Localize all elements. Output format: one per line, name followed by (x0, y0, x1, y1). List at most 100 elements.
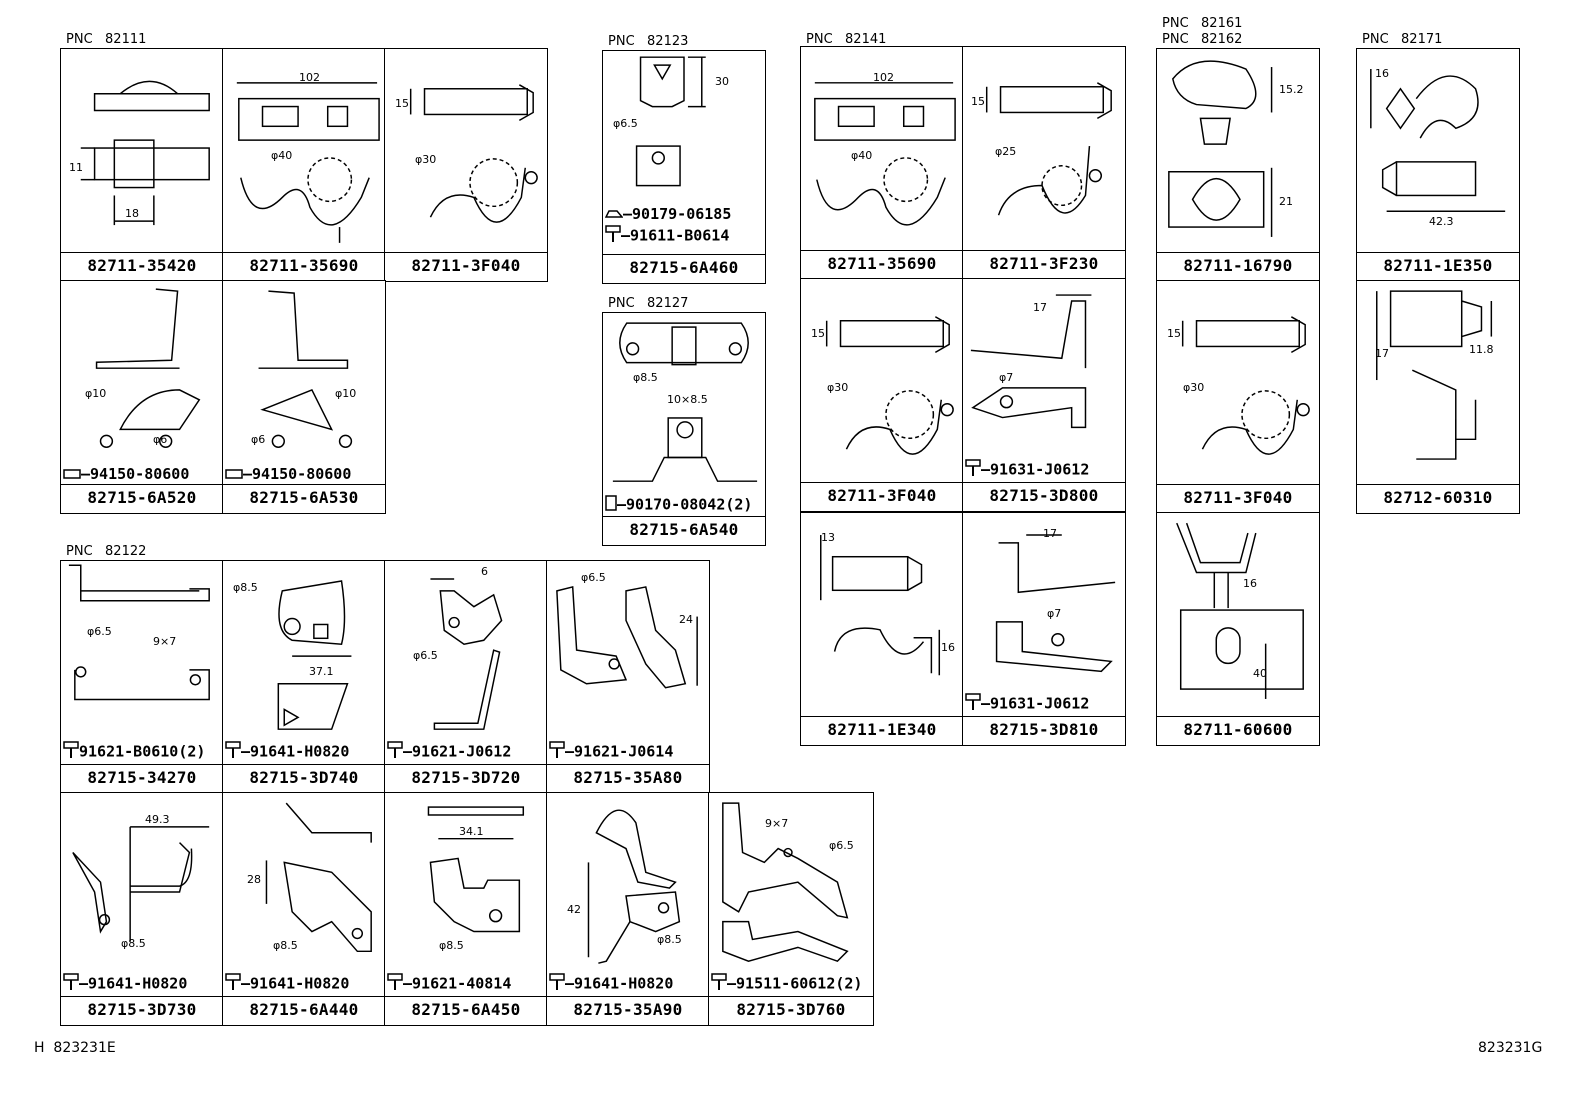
part-number[interactable]: 82711-35420 (61, 252, 223, 281)
part-number[interactable]: 82712-60310 (1357, 484, 1519, 513)
bolt-callout: —91621-40814 (387, 973, 511, 995)
part-number[interactable]: 82711-35690 (801, 250, 963, 279)
part-number[interactable]: 82715-35A90 (547, 996, 709, 1025)
bolt-icon (225, 973, 241, 995)
dim-label: 42.3 (1429, 215, 1454, 228)
part-cell-82711-60600[interactable]: 16 40 82711-60600 (1156, 512, 1320, 746)
part-cell-82711-3F230[interactable]: 15 φ25 82711-3F230 (962, 46, 1126, 280)
bolt-part-number[interactable]: 91511-60612(2) (736, 974, 863, 993)
bolt-part-number[interactable]: 91641-H0820 (88, 974, 188, 993)
bracket-drawing: 17 φ7 (963, 279, 1125, 483)
part-number[interactable]: 82711-3F040 (801, 482, 963, 511)
part-number[interactable]: 82715-3D720 (385, 764, 547, 793)
part-number[interactable]: 82711-1E350 (1357, 252, 1519, 281)
part-cell-82711-35690-b[interactable]: 102 φ40 82711-35690 (800, 46, 964, 280)
part-cell-82715-6A540[interactable]: φ8.5 10×8.5 —90170-08042(2) 82715-6A540 (602, 312, 766, 546)
part-cell-82715-6A520[interactable]: φ10 φ6 —94150-80600 82715-6A520 (60, 280, 224, 514)
part-cell-82711-16790[interactable]: 15.2 21 82711-16790 (1156, 48, 1320, 282)
part-cell-82715-3D800[interactable]: 17 φ7 —91631-J0612 82715-3D800 (962, 278, 1126, 512)
dim-label: 6 (481, 565, 488, 578)
part-cell-82711-3F040[interactable]: 15 φ30 82711-3F040 (384, 48, 548, 282)
bolt-icon (965, 459, 981, 481)
nut-icon (225, 465, 243, 483)
clamp-drawing: 15 φ30 (801, 279, 963, 483)
bracket-drawing: 9×7 φ6.5 (709, 793, 873, 997)
part-number[interactable]: 82715-6A450 (385, 996, 547, 1025)
part-cell-82711-3F040-b[interactable]: 15 φ30 82711-3F040 (800, 278, 964, 512)
part-number[interactable]: 82711-3F040 (385, 252, 547, 281)
part-number[interactable]: 82715-34270 (61, 764, 223, 793)
bolt-part-number[interactable]: 91611-B0614 (630, 226, 730, 245)
part-number[interactable]: 82715-6A540 (603, 516, 765, 545)
part-number[interactable]: 82715-3D800 (963, 482, 1125, 511)
part-cell-82715-6A440[interactable]: 28 φ8.5 —91641-H0820 82715-6A440 (222, 792, 386, 1026)
pnc-label-82161: PNC 82161 (1162, 16, 1243, 31)
part-number[interactable]: 82715-3D730 (61, 996, 223, 1025)
part-number[interactable]: 82711-3F230 (963, 250, 1125, 279)
bolt-part-number[interactable]: 91641-H0820 (250, 742, 350, 761)
clamp-drawing: 15 φ30 (385, 49, 547, 253)
dim-label: φ10 (85, 387, 107, 400)
part-number[interactable]: 82715-3D760 (709, 996, 873, 1025)
bolt-part-number[interactable]: 91641-H0820 (574, 974, 674, 993)
part-number[interactable]: 82715-6A530 (223, 484, 385, 513)
part-cell-82711-35690[interactable]: 102 φ40 82711-35690 (222, 48, 386, 282)
dim-label: 16 (1243, 577, 1257, 590)
bolt-part-number[interactable]: 91621-J0614 (574, 742, 674, 761)
part-cell-82715-6A530[interactable]: φ10 φ6 —94150-80600 82715-6A530 (222, 280, 386, 514)
bolt-callout: —90170-08042(2) (605, 495, 752, 515)
bolt-callout: —94150-80600 (225, 465, 351, 484)
bolt-part-number[interactable]: 91621-40814 (412, 974, 512, 993)
part-cell-82715-3D720[interactable]: 6 φ6.5 —91621-J0612 82715-3D720 (384, 560, 548, 794)
part-cell-82715-6A450[interactable]: 34.1 φ8.5 —91621-40814 82715-6A450 (384, 792, 548, 1026)
part-cell-82712-60310[interactable]: 17 11.8 82712-60310 (1356, 280, 1520, 514)
part-cell-82715-3D730[interactable]: 49.3 φ8.5 —91641-H0820 82715-3D730 (60, 792, 224, 1026)
bolt-part-number[interactable]: 91621-J0612 (412, 742, 512, 761)
part-cell-82711-3F040-c[interactable]: 15 φ30 82711-3F040 (1156, 280, 1320, 514)
bracket-drawing: φ6.5 9×7 (61, 561, 223, 765)
part-number[interactable]: 82715-6A520 (61, 484, 223, 513)
part-cell-82711-1E340[interactable]: 13 16 82711-1E340 (800, 512, 964, 746)
part-cell-82715-3D810[interactable]: 17 φ7 —91631-J0612 82715-3D810 (962, 512, 1126, 746)
footer-code-left: H 823231E (34, 1040, 116, 1056)
clip-drawing: 15.2 21 (1157, 49, 1319, 253)
part-number[interactable]: 82715-35A80 (547, 764, 709, 793)
bolt-part-number[interactable]: 90170-08042(2) (626, 495, 753, 514)
part-number[interactable]: 82715-6A460 (603, 254, 765, 283)
bracket-drawing: 34.1 φ8.5 (385, 793, 547, 997)
bolt-part-number[interactable]: 91631-J0612 (990, 694, 1090, 713)
part-number[interactable]: 82715-3D810 (963, 716, 1125, 745)
part-cell-82711-35420[interactable]: 11 18 82711-35420 (60, 48, 224, 282)
bolt-icon (549, 741, 565, 763)
part-number[interactable]: 82715-6A440 (223, 996, 385, 1025)
dim-label: 34.1 (459, 825, 484, 838)
part-number[interactable]: 82715-3D740 (223, 764, 385, 793)
bolt-part-number[interactable]: 94150-80600 (90, 464, 190, 483)
part-number[interactable]: 82711-3F040 (1157, 484, 1319, 513)
part-number[interactable]: 82711-60600 (1157, 716, 1319, 745)
bolt-part-number[interactable]: 91631-J0612 (990, 460, 1090, 479)
pnc-label-82171: PNC 82171 (1362, 32, 1443, 47)
part-cell-82711-1E350[interactable]: 16 42.3 82711-1E350 (1356, 48, 1520, 282)
bolt-part-number[interactable]: 91641-H0820 (250, 974, 350, 993)
part-cell-82715-3D760[interactable]: 9×7 φ6.5 —91511-60612(2) 82715-3D760 (708, 792, 874, 1026)
part-cell-82715-3D740[interactable]: φ8.5 37.1 —91641-H0820 82715-3D740 (222, 560, 386, 794)
bolt-callout: —94150-80600 (63, 465, 189, 484)
part-cell-82715-34270[interactable]: φ6.5 9×7 91621-B0610(2) 82715-34270 (60, 560, 224, 794)
clamp-drawing: 11 18 (61, 49, 223, 253)
bolt-part-number[interactable]: 94150-80600 (252, 464, 352, 483)
bolt-part-number[interactable]: 91621-B0610(2) (79, 742, 206, 761)
bolt-callout: —91641-H0820 (225, 741, 349, 763)
part-cell-82715-6A460[interactable]: 30 φ6.5 —90179-06185 —91611-B0614 82715-… (602, 50, 766, 284)
dim-label: φ40 (851, 149, 873, 162)
part-number[interactable]: 82711-35690 (223, 252, 385, 281)
part-number[interactable]: 82711-1E340 (801, 716, 963, 745)
part-cell-82715-35A90[interactable]: 42 φ8.5 —91641-H0820 82715-35A90 (546, 792, 710, 1026)
bolt-part-number[interactable]: 90179-06185 (632, 204, 732, 223)
dim-label: 24 (679, 613, 693, 626)
part-cell-82715-35A80[interactable]: φ6.5 24 —91621-J0614 82715-35A80 (546, 560, 710, 794)
dim-label: φ25 (995, 145, 1017, 158)
dim-label: 13 (821, 531, 835, 544)
clamp-drawing: 15 φ25 (963, 47, 1125, 251)
part-number[interactable]: 82711-16790 (1157, 252, 1319, 281)
